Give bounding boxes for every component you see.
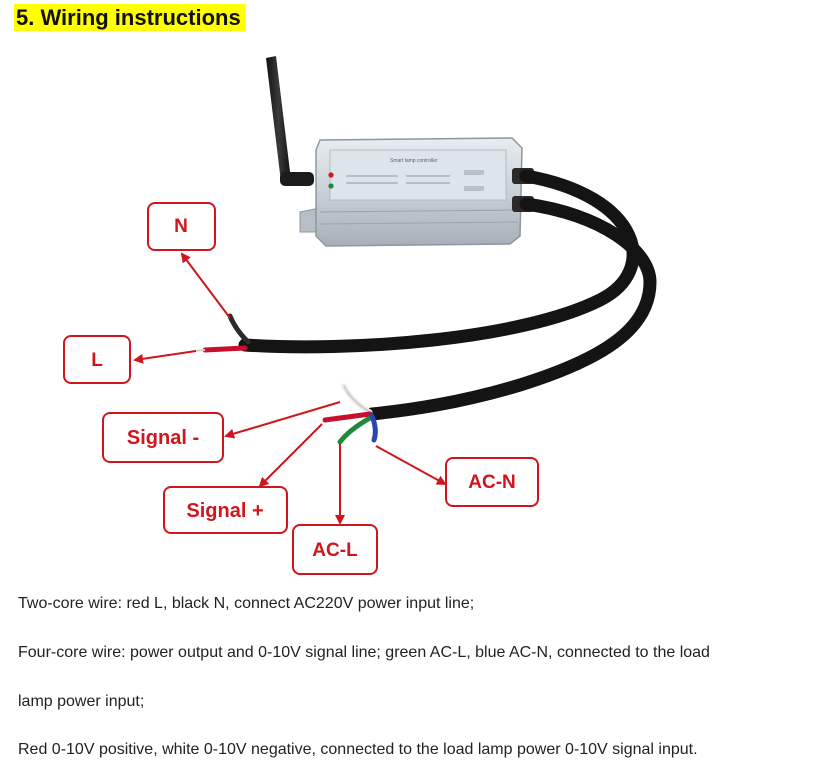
callout-arrows xyxy=(133,252,447,525)
section-heading: 5. Wiring instructions xyxy=(14,4,245,31)
device-label: Smart lamp controller xyxy=(390,158,438,164)
callout-signal-minus: Signal - xyxy=(102,412,224,463)
svg-text:N: N xyxy=(174,216,188,237)
paragraph-four-core: Four-core wire: power output and 0-10V s… xyxy=(18,644,710,661)
svg-text:Signal -: Signal - xyxy=(127,427,199,449)
wire-red xyxy=(322,411,373,423)
four-core-cable xyxy=(365,197,657,421)
led-red-icon xyxy=(328,172,334,178)
callout-signal-plus: Signal + xyxy=(163,486,288,534)
callout-l: L xyxy=(63,335,131,384)
svg-text:Signal +: Signal + xyxy=(186,500,263,522)
two-core-cable xyxy=(238,169,640,354)
svg-text:AC-N: AC-N xyxy=(468,472,516,493)
led-green-icon xyxy=(328,183,334,189)
callout-ac-l: AC-L xyxy=(292,524,378,575)
callout-ac-n: AC-N xyxy=(445,457,539,507)
svg-text:L: L xyxy=(91,350,103,371)
wire-black-n xyxy=(227,313,251,345)
paragraph-four-core-continued: lamp power input; xyxy=(18,693,145,710)
arrow-signal-minus xyxy=(224,401,341,439)
callout-n: N xyxy=(147,202,216,251)
arrow-ac-n xyxy=(375,445,447,485)
wire-blue xyxy=(369,413,378,443)
arrow-signal-plus xyxy=(258,423,323,488)
wire-white xyxy=(341,383,373,415)
svg-text:AC-L: AC-L xyxy=(312,540,358,561)
paragraph-signal: Red 0-10V positive, white 0-10V negative… xyxy=(18,741,698,758)
arrow-n xyxy=(180,252,231,319)
wiring-diagram: Smart lamp controller N L xyxy=(63,56,657,575)
paragraph-two-core: Two-core wire: red L, black N, connect A… xyxy=(18,595,475,612)
wire-red-l xyxy=(202,345,248,353)
antenna xyxy=(266,56,314,186)
wire-green xyxy=(337,415,373,445)
arrow-l xyxy=(133,350,197,364)
controller-housing: Smart lamp controller xyxy=(315,137,534,247)
